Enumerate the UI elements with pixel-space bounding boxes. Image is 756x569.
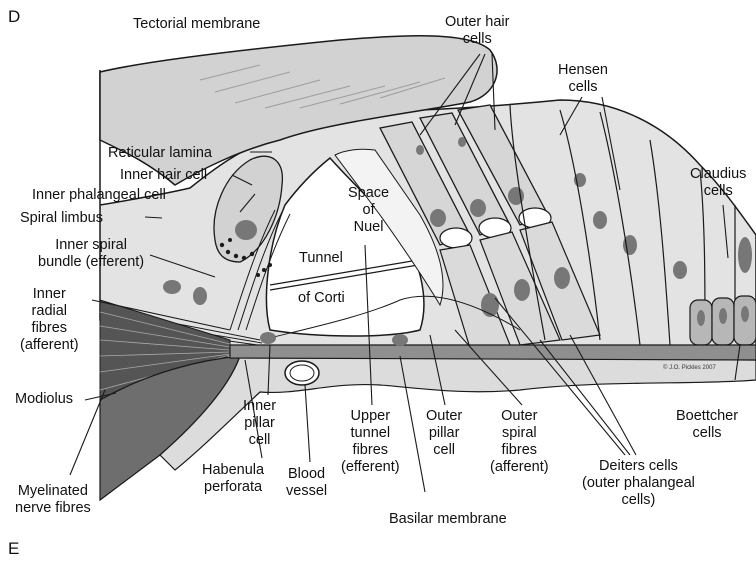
blood-vessel-shape bbox=[285, 361, 319, 385]
label-deiters-cells: Deiters cells (outer phalangeal cells) bbox=[582, 458, 695, 509]
label-outer-hair-cells: Outer hair cells bbox=[445, 14, 509, 48]
label-myelinated-nerve-fibres: Myelinated nerve fibres bbox=[15, 483, 91, 517]
label-habenula-perforata: Habenula perforata bbox=[202, 462, 264, 496]
label-inner-hair-cell: Inner hair cell bbox=[120, 167, 207, 184]
label-tectorial-membrane: Tectorial membrane bbox=[133, 16, 260, 33]
panel-letter-e: E bbox=[8, 540, 19, 557]
label-inner-pillar-cell: Inner pillar cell bbox=[243, 398, 276, 449]
label-basilar-membrane: Basilar membrane bbox=[389, 511, 507, 528]
label-upper-tunnel-fibres: Upper tunnel fibres (efferent) bbox=[341, 408, 400, 476]
label-inner-radial-fibres: Inner radial fibres (afferent) bbox=[20, 286, 79, 354]
label-reticular-lamina: Reticular lamina bbox=[108, 145, 212, 162]
label-tunnel: Tunnel bbox=[299, 250, 343, 267]
label-claudius-cells: Claudius cells bbox=[690, 166, 746, 200]
label-hensen-cells: Hensen cells bbox=[558, 62, 608, 96]
label-spiral-limbus: Spiral limbus bbox=[20, 210, 103, 227]
label-boettcher-cells: Boettcher cells bbox=[676, 408, 738, 442]
label-inner-spiral-bundle: Inner spiral bundle (efferent) bbox=[38, 237, 144, 271]
label-inner-phalangeal-cell: Inner phalangeal cell bbox=[32, 187, 166, 204]
label-modiolus: Modiolus bbox=[15, 391, 73, 408]
copyright-notice: © J.O. Pickles 2007 bbox=[663, 360, 716, 377]
panel-letter-d: D bbox=[8, 8, 20, 25]
label-outer-spiral-fibres: Outer spiral fibres (afferent) bbox=[490, 408, 549, 476]
label-outer-pillar-cell: Outer pillar cell bbox=[426, 408, 462, 459]
label-space-of-nuel: Space of Nuel bbox=[348, 185, 389, 236]
label-blood-vessel: Blood vessel bbox=[286, 466, 327, 500]
basilar-membrane-band bbox=[230, 345, 756, 360]
label-of-corti: of Corti bbox=[298, 290, 345, 307]
